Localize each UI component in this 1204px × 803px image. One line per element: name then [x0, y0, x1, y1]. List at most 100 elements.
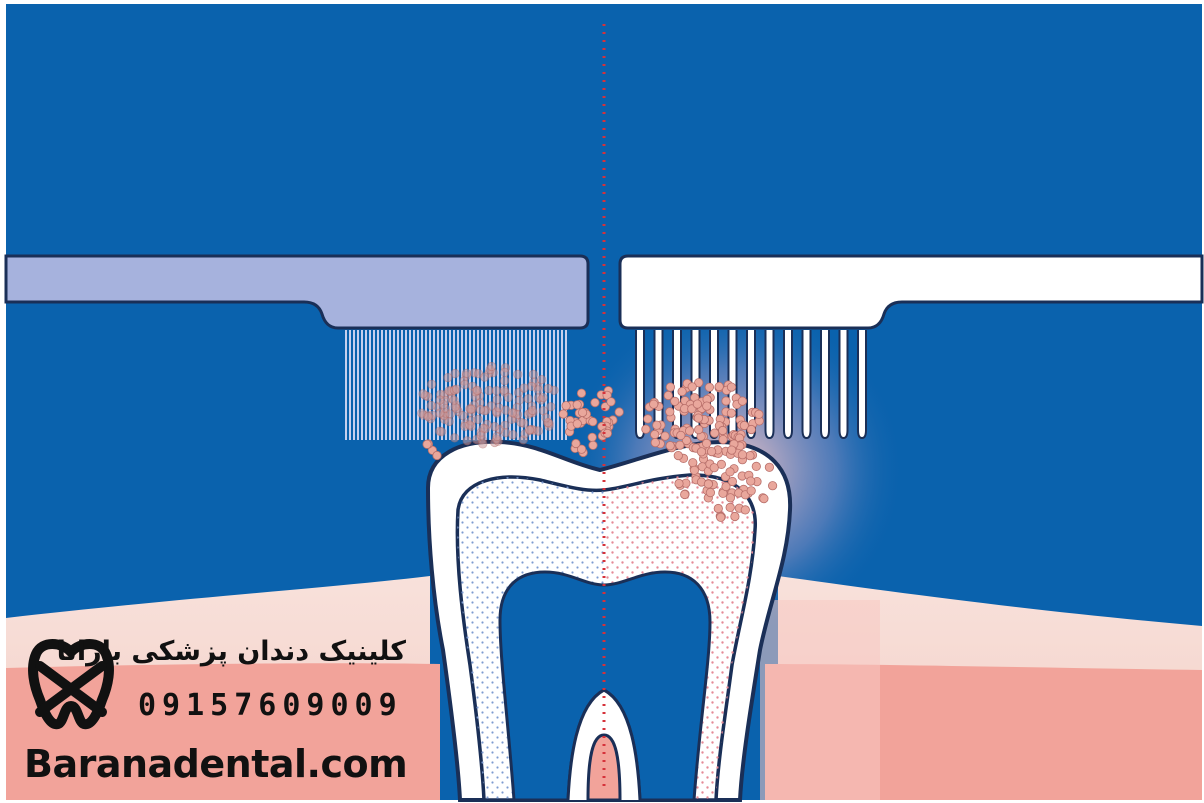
plaque-particle — [436, 409, 444, 417]
plaque-particle — [703, 402, 711, 410]
plaque-particle — [520, 384, 528, 392]
plaque-particle — [534, 386, 542, 394]
plaque-particle — [747, 477, 755, 485]
plaque-particle — [644, 415, 652, 423]
plaque-particle — [715, 382, 723, 390]
plaque-particle — [738, 397, 746, 405]
plaque-particle — [704, 480, 712, 488]
plaque-particle — [664, 391, 672, 399]
plaque-particle — [717, 513, 725, 521]
plaque-particle — [492, 387, 500, 395]
plaque-particle — [589, 418, 597, 426]
plaque-particle — [726, 494, 734, 502]
plaque-particle — [760, 494, 768, 502]
plaque-particle — [463, 437, 471, 445]
plaque-particle — [607, 398, 615, 406]
plaque-particle — [710, 429, 718, 437]
plaque-particle — [702, 439, 710, 447]
plaque-particle — [504, 393, 512, 401]
bristle — [766, 330, 774, 438]
plaque-particle — [666, 408, 674, 416]
plaque-particle — [738, 451, 746, 459]
plaque-particle — [755, 410, 763, 418]
plaque-particle — [728, 446, 736, 454]
clinic-website: Baranadental.com — [24, 742, 404, 786]
bristle — [784, 330, 792, 438]
watermark: کلینیک دندان پزشکی بارانا 09157609009 Ba… — [18, 630, 398, 800]
plaque-particle — [578, 408, 586, 416]
plaque-particle — [694, 414, 702, 422]
plaque-particle — [444, 373, 452, 381]
plaque-particle — [690, 466, 698, 474]
plaque-particle — [423, 440, 431, 448]
plaque-particle — [722, 482, 730, 490]
plaque-particle — [479, 440, 487, 448]
plaque-particle — [437, 428, 445, 436]
bristle — [821, 330, 829, 438]
plaque-particle — [693, 400, 701, 408]
plaque-particle — [681, 490, 689, 498]
bristle — [858, 330, 866, 438]
plaque-particle — [500, 377, 508, 385]
plaque-particle — [685, 427, 693, 435]
plaque-particle — [719, 426, 727, 434]
plaque-particle — [666, 442, 674, 450]
plaque-particle — [474, 415, 482, 423]
plaque-particle — [642, 425, 650, 433]
plaque-particle — [591, 398, 599, 406]
plaque-particle — [452, 385, 460, 393]
plaque-particle — [473, 386, 481, 394]
plaque-particle — [615, 408, 623, 416]
plaque-particle — [450, 434, 458, 442]
plaque-particle — [572, 439, 580, 447]
plaque-particle — [491, 422, 499, 430]
plaque-particle — [746, 452, 754, 460]
plaque-particle — [651, 438, 659, 446]
plaque-particle — [666, 383, 674, 391]
plaque-particle — [467, 405, 475, 413]
plaque-particle — [695, 425, 703, 433]
plaque-particle — [462, 369, 470, 377]
clinic-name: کلینیک دندان پزشکی بارانا — [136, 636, 406, 667]
plaque-particle — [544, 384, 552, 392]
plaque-particle — [661, 432, 669, 440]
plaque-particle — [528, 406, 536, 414]
plaque-particle — [427, 380, 435, 388]
plaque-particle — [747, 487, 755, 495]
plaque-particle — [436, 396, 444, 404]
plaque-particle — [689, 459, 697, 467]
plaque-particle — [677, 431, 685, 439]
plaque-particle — [529, 370, 537, 378]
plaque-particle — [508, 409, 516, 417]
plaque-particle — [509, 431, 517, 439]
plaque-particle — [714, 504, 722, 512]
plaque-particle — [445, 417, 453, 425]
plaque-particle — [675, 479, 683, 487]
plaque-particle — [588, 433, 596, 441]
bristle — [840, 330, 848, 438]
plaque-particle — [487, 362, 495, 370]
plaque-particle — [765, 463, 773, 471]
plaque-particle — [706, 488, 714, 496]
plaque-particle — [768, 482, 776, 490]
plaque-particle — [517, 418, 525, 426]
plaque-particle — [450, 396, 458, 404]
plaque-particle — [710, 464, 718, 472]
plaque-particle — [537, 375, 545, 383]
plaque-particle — [678, 387, 686, 395]
plaque-particle — [559, 410, 567, 418]
plaque-particle — [477, 431, 485, 439]
plaque-particle — [424, 412, 432, 420]
plaque-particle — [542, 414, 550, 422]
plaque-particle — [493, 432, 501, 440]
plaque-particle — [480, 373, 488, 381]
plaque-particle — [433, 451, 441, 459]
plaque-particle — [705, 383, 713, 391]
bristle — [803, 330, 811, 438]
plaque-particle — [726, 468, 734, 476]
plaque-particle — [573, 420, 581, 428]
plaque-particle — [727, 409, 735, 417]
plaque-particle — [676, 441, 684, 449]
plaque-particle — [707, 447, 715, 455]
plaque-particle — [493, 395, 501, 403]
